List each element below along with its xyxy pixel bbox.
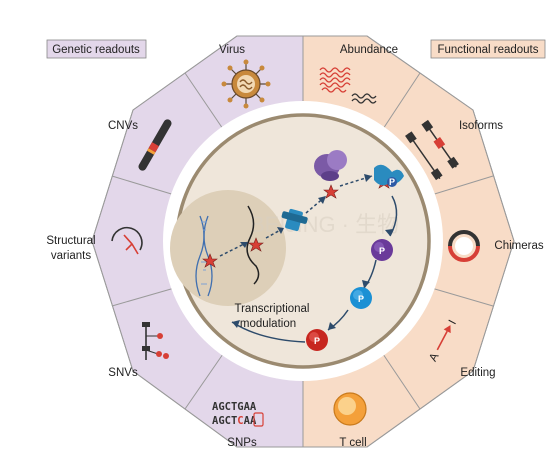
snp-ref-seq: AGCTGAA	[212, 401, 257, 413]
star-dna-icon	[202, 253, 218, 268]
mutation-stars	[202, 174, 392, 268]
label-snvs: SNVs	[108, 367, 138, 379]
label-cnvs: CNVs	[108, 120, 138, 132]
star-rna-icon	[248, 237, 264, 252]
phospho-purple-label: P	[379, 246, 385, 256]
snps-sequence: AGCTGAA AGCTCAA	[212, 401, 264, 427]
phospho-purple: P	[371, 239, 393, 261]
transcriptional-label-2: modulation	[240, 318, 296, 330]
structural-variants-icon	[111, 226, 143, 255]
label-editing: Editing	[460, 367, 495, 379]
phospho-red-label: P	[314, 336, 320, 346]
label-snps: SNPs	[227, 437, 257, 449]
nucleus	[170, 190, 286, 306]
pathway-arrowheads	[232, 174, 393, 330]
star-ribosome-icon	[323, 184, 339, 199]
legend-genetic-label: Genetic readouts	[52, 44, 140, 56]
legend-genetic: Genetic readouts	[46, 39, 147, 59]
rna-strand	[246, 205, 260, 285]
virus-icon	[221, 59, 271, 109]
label-virus: Virus	[219, 44, 245, 56]
label-chimeras: Chimeras	[494, 240, 543, 252]
phospho-blue: P	[350, 287, 372, 309]
phospho-blue-label: P	[358, 294, 364, 304]
label-structural-2: variants	[51, 250, 92, 262]
label-structural-1: Structural	[46, 235, 95, 247]
receptor-icon: P	[374, 164, 404, 187]
cnvs-icon	[138, 119, 172, 171]
nuclear-pore-icon	[281, 208, 308, 232]
label-isoforms: Isoforms	[459, 120, 503, 132]
tcell-icon	[333, 392, 367, 426]
snvs-icon	[142, 322, 169, 360]
ribosome-icon	[314, 150, 347, 181]
abundance-icon	[319, 67, 377, 104]
transcriptional-label-1: Transcriptional	[235, 303, 310, 315]
snp-alt-seq: AGCTCAA	[212, 415, 257, 427]
dna-icon	[195, 215, 213, 297]
watermark: BEIJING · 生物	[250, 212, 399, 237]
segment-dividers	[111, 36, 494, 447]
editing-to: I	[447, 318, 459, 326]
chimeras-icon	[448, 230, 480, 262]
label-tcell: T cell	[339, 437, 366, 449]
isoforms-icon	[405, 119, 459, 181]
legend-functional: Functional readouts	[430, 39, 546, 59]
label-abundance: Abundance	[340, 44, 398, 56]
legend-functional-label: Functional readouts	[437, 44, 538, 56]
receptor-p-label: P	[389, 177, 395, 187]
phospho-red: P	[306, 329, 328, 351]
